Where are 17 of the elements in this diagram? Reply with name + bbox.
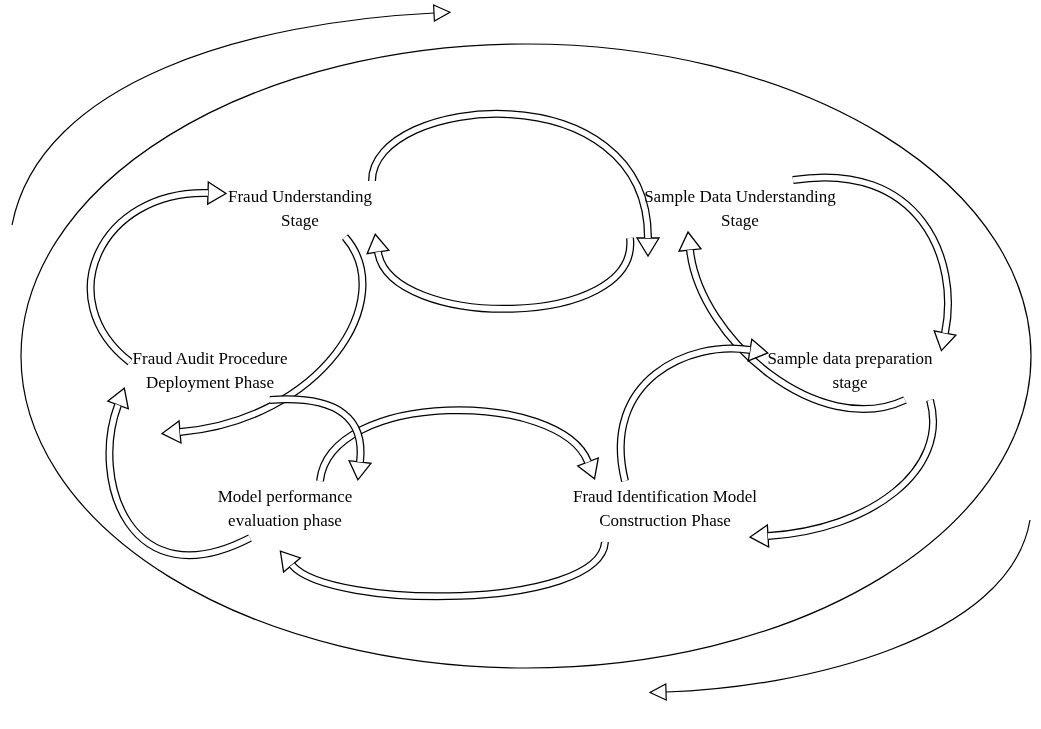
curved-arrow: [368, 110, 660, 257]
curved-arrow: [792, 173, 957, 352]
curved-arrow: [617, 338, 769, 482]
stage-label: Fraud Audit Procedure Deployment Phase: [131, 348, 289, 394]
stage-label: Sample Data Understanding Stage: [643, 186, 837, 232]
curved-arrow: [316, 406, 599, 483]
curved-arrow: [161, 234, 367, 444]
curved-arrow: [105, 387, 252, 559]
stage-label: Fraud Understanding Stage: [227, 186, 373, 232]
curved-arrow: [86, 181, 227, 365]
curved-arrow: [269, 395, 372, 481]
curved-arrow: [367, 234, 634, 313]
curved-arrow: [678, 231, 907, 413]
curved-arrow: [749, 399, 937, 548]
stage-label: Model performance evaluation phase: [216, 486, 354, 532]
stage-label: Sample data preparation stage: [766, 348, 934, 394]
stage-label: Fraud Identification Model Construction Phase: [571, 486, 759, 532]
